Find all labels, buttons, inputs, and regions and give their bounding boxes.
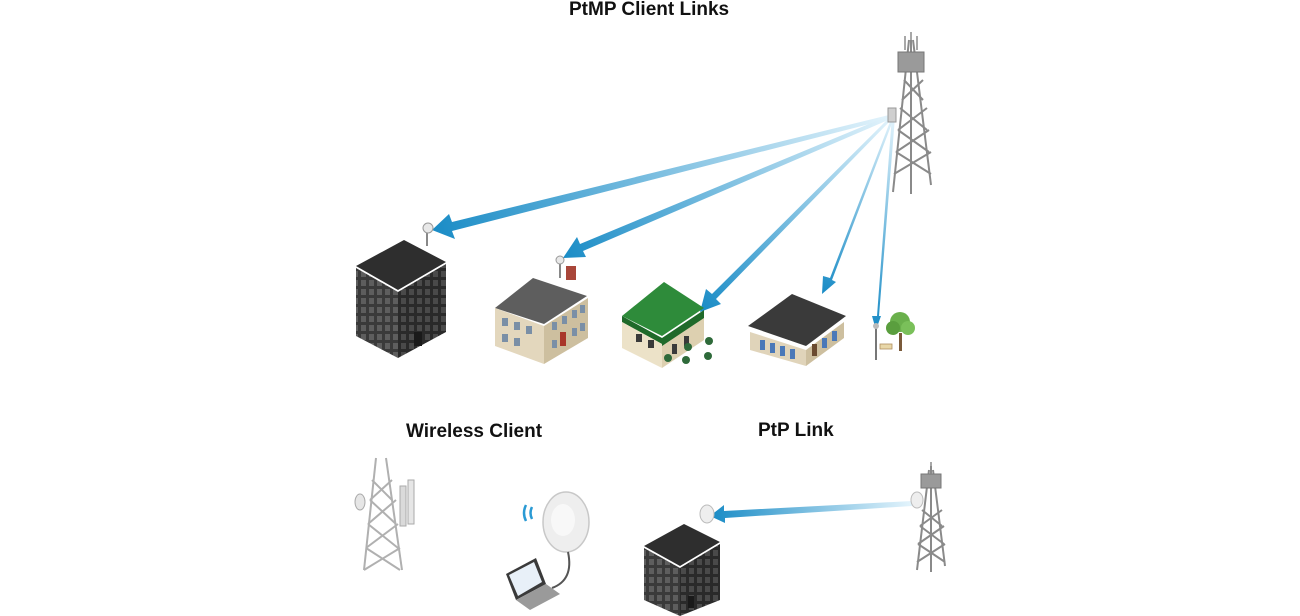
office-building-icon xyxy=(356,222,446,358)
park-icon xyxy=(873,312,915,360)
broadcast-tower-icon xyxy=(887,32,932,194)
ptp-title: PtP Link xyxy=(758,420,834,441)
beam-to-shop xyxy=(822,114,894,294)
beam-to-house xyxy=(563,114,893,258)
house-icon xyxy=(495,255,588,364)
laptop-icon xyxy=(506,558,560,610)
ptp-office-building-icon xyxy=(644,504,720,616)
wireless-client-title: Wireless Client xyxy=(406,421,543,442)
ptp-beam xyxy=(710,501,912,523)
shop-icon xyxy=(748,294,846,366)
ptmp-title: PtMP Client Links xyxy=(569,0,730,20)
beam-to-cafe xyxy=(700,114,893,312)
beam-to-office xyxy=(432,114,893,239)
ptp-tower-icon xyxy=(910,462,946,572)
sector-tower-icon xyxy=(354,457,415,571)
cafe-icon xyxy=(622,282,713,368)
dish-antenna-icon xyxy=(522,491,590,589)
beam-to-park xyxy=(872,115,895,330)
ptmp-beams xyxy=(432,114,895,330)
